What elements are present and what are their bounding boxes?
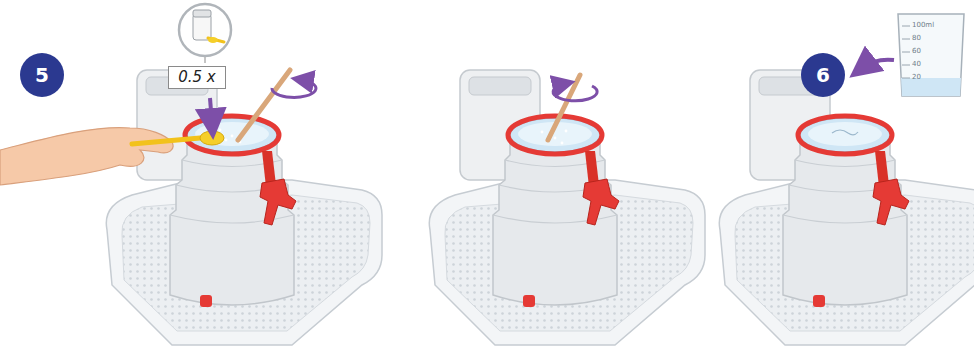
illustration-part: [132, 138, 200, 144]
illustration-part: [902, 26, 910, 27]
illustration-part: [0, 128, 173, 185]
illustration-part: [565, 130, 568, 133]
illustration-part: [238, 70, 290, 140]
illustration-part: [193, 14, 211, 40]
scale-marking: 60: [912, 48, 921, 55]
illustration-part: [200, 131, 224, 145]
illustration-part: [832, 130, 858, 135]
illustration-part: [193, 10, 211, 17]
dose-tag: 0.5 x: [168, 66, 226, 89]
scale-marking: 20: [912, 74, 921, 81]
illustration-part: [902, 78, 910, 79]
callout-number: 6: [816, 64, 830, 86]
illustration-part: [902, 52, 910, 53]
scale-marking: 80: [912, 35, 921, 42]
illustration-part: [902, 65, 910, 66]
step-number: 6: [801, 53, 845, 97]
illustration-part: [553, 84, 597, 101]
illustration-part: [554, 137, 557, 140]
illustration-part: [902, 39, 910, 40]
illustration-part: [219, 129, 222, 132]
dose-text: 0.5 x: [178, 69, 216, 86]
scale-marking: 100ml: [912, 22, 934, 29]
illustration-part: [901, 78, 961, 96]
illustration-part: [210, 98, 212, 124]
illustration-part: [179, 4, 231, 56]
illustration-part: [225, 139, 228, 142]
illustration-part: [208, 38, 224, 42]
callout-number: 5: [35, 64, 49, 86]
illustration-part: [898, 14, 964, 96]
illustration-part: [231, 135, 234, 138]
illustration-part: [208, 37, 218, 43]
illustration-part: [561, 142, 564, 145]
illustration-part: [541, 131, 544, 134]
illustration-part: [272, 80, 316, 97]
scale-marking: 40: [912, 61, 921, 68]
illustration-part: [429, 70, 705, 345]
illustration-part: [719, 70, 974, 345]
illustration-part: [862, 60, 894, 68]
illustration-part: [106, 70, 382, 345]
illustration-part: [902, 26, 910, 78]
step-number: 5: [20, 53, 64, 97]
